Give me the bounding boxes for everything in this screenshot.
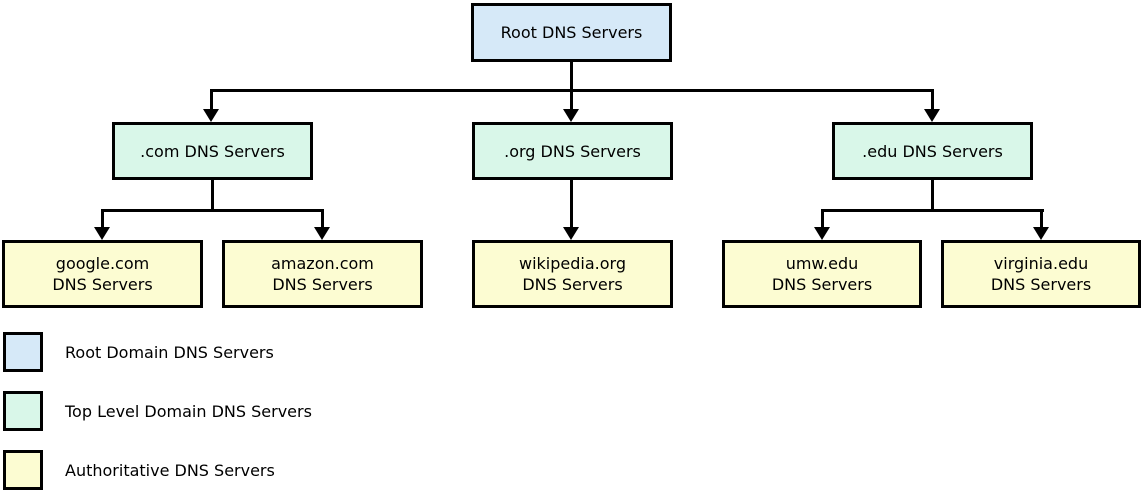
node-wikipedia-dns-servers: wikipedia.org DNS Servers xyxy=(472,240,673,308)
node-amazon-dns-servers: amazon.com DNS Servers xyxy=(222,240,423,308)
node-umw-label-line1: umw.edu xyxy=(785,254,859,273)
edge-edu-to-virginia-line xyxy=(1040,209,1043,228)
node-com-dns-servers: .com DNS Servers xyxy=(112,122,313,180)
arrowhead-com-to-amazon-icon xyxy=(314,227,330,240)
legend-item-root-domain: Root Domain DNS Servers xyxy=(3,332,274,372)
node-edu-label: .edu DNS Servers xyxy=(862,141,1003,161)
node-org-dns-servers: .org DNS Servers xyxy=(472,122,673,180)
node-virginia-label-line1: virginia.edu xyxy=(993,254,1089,273)
arrowhead-root-to-org-icon xyxy=(563,109,579,122)
node-google-label-line2: DNS Servers xyxy=(52,275,153,294)
arrowhead-edu-to-virginia-icon xyxy=(1033,227,1049,240)
node-edu-dns-servers: .edu DNS Servers xyxy=(832,122,1033,180)
edge-edu-stem-line xyxy=(931,180,934,212)
node-org-label: .org DNS Servers xyxy=(504,141,641,161)
arrowhead-com-to-google-icon xyxy=(94,227,110,240)
legend-label-authoritative: Authoritative DNS Servers xyxy=(65,460,275,480)
edge-root-stem-line xyxy=(570,62,573,92)
edge-root-to-com-line xyxy=(210,89,213,110)
legend-swatch-root-domain xyxy=(3,332,43,372)
node-umw-dns-servers: umw.edu DNS Servers xyxy=(722,240,922,308)
node-umw-label-line2: DNS Servers xyxy=(771,275,873,294)
edge-com-rail-line xyxy=(101,209,324,212)
node-virginia-dns-servers: virginia.edu DNS Servers xyxy=(941,240,1141,308)
edge-root-to-edu-line xyxy=(931,89,934,110)
arrowhead-org-to-wikipedia-icon xyxy=(563,227,579,240)
node-root-dns-servers: Root DNS Servers xyxy=(471,3,672,62)
node-root-label: Root DNS Servers xyxy=(500,23,643,42)
node-google-label-line1: google.com xyxy=(55,254,150,273)
edge-root-to-org-line xyxy=(570,89,573,110)
node-google-dns-servers: google.com DNS Servers xyxy=(2,240,203,308)
node-com-label: .com DNS Servers xyxy=(140,141,285,161)
edge-com-to-amazon-line xyxy=(321,209,324,228)
edge-edu-to-umw-line xyxy=(821,209,824,228)
legend-label-top-level-domain: Top Level Domain DNS Servers xyxy=(65,401,312,421)
legend-swatch-authoritative xyxy=(3,450,43,490)
node-virginia-label-line2: DNS Servers xyxy=(990,275,1092,294)
node-wikipedia-label-line2: DNS Servers xyxy=(522,275,623,294)
legend-swatch-top-level-domain xyxy=(3,391,43,431)
edge-org-to-wikipedia-line xyxy=(570,180,573,228)
edge-com-stem-line xyxy=(211,180,214,212)
edge-com-to-google-line xyxy=(101,209,104,228)
arrowhead-root-to-com-icon xyxy=(203,109,219,122)
node-amazon-label-line2: DNS Servers xyxy=(272,275,373,294)
legend-item-top-level-domain: Top Level Domain DNS Servers xyxy=(3,391,312,431)
legend-item-authoritative: Authoritative DNS Servers xyxy=(3,450,275,490)
arrowhead-root-to-edu-icon xyxy=(924,109,940,122)
legend-label-root-domain: Root Domain DNS Servers xyxy=(65,342,274,362)
edge-edu-rail-line xyxy=(821,209,1044,212)
node-amazon-label-line1: amazon.com xyxy=(271,254,374,273)
node-wikipedia-label-line1: wikipedia.org xyxy=(519,254,626,273)
arrowhead-edu-to-umw-icon xyxy=(814,227,830,240)
